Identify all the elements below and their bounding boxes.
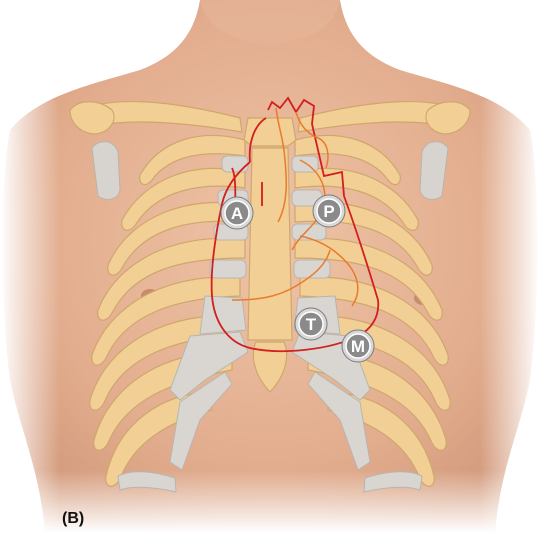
panel-label: (B) — [62, 510, 84, 528]
marker-tricuspid: T — [295, 308, 327, 340]
marker-label: A — [231, 204, 243, 223]
marker-mitral: M — [342, 330, 374, 362]
marker-label: P — [323, 202, 334, 221]
marker-label: M — [351, 337, 365, 356]
marker-pulmonic: P — [313, 195, 345, 227]
marker-label: T — [306, 315, 317, 334]
marker-aortic: A — [221, 197, 253, 229]
